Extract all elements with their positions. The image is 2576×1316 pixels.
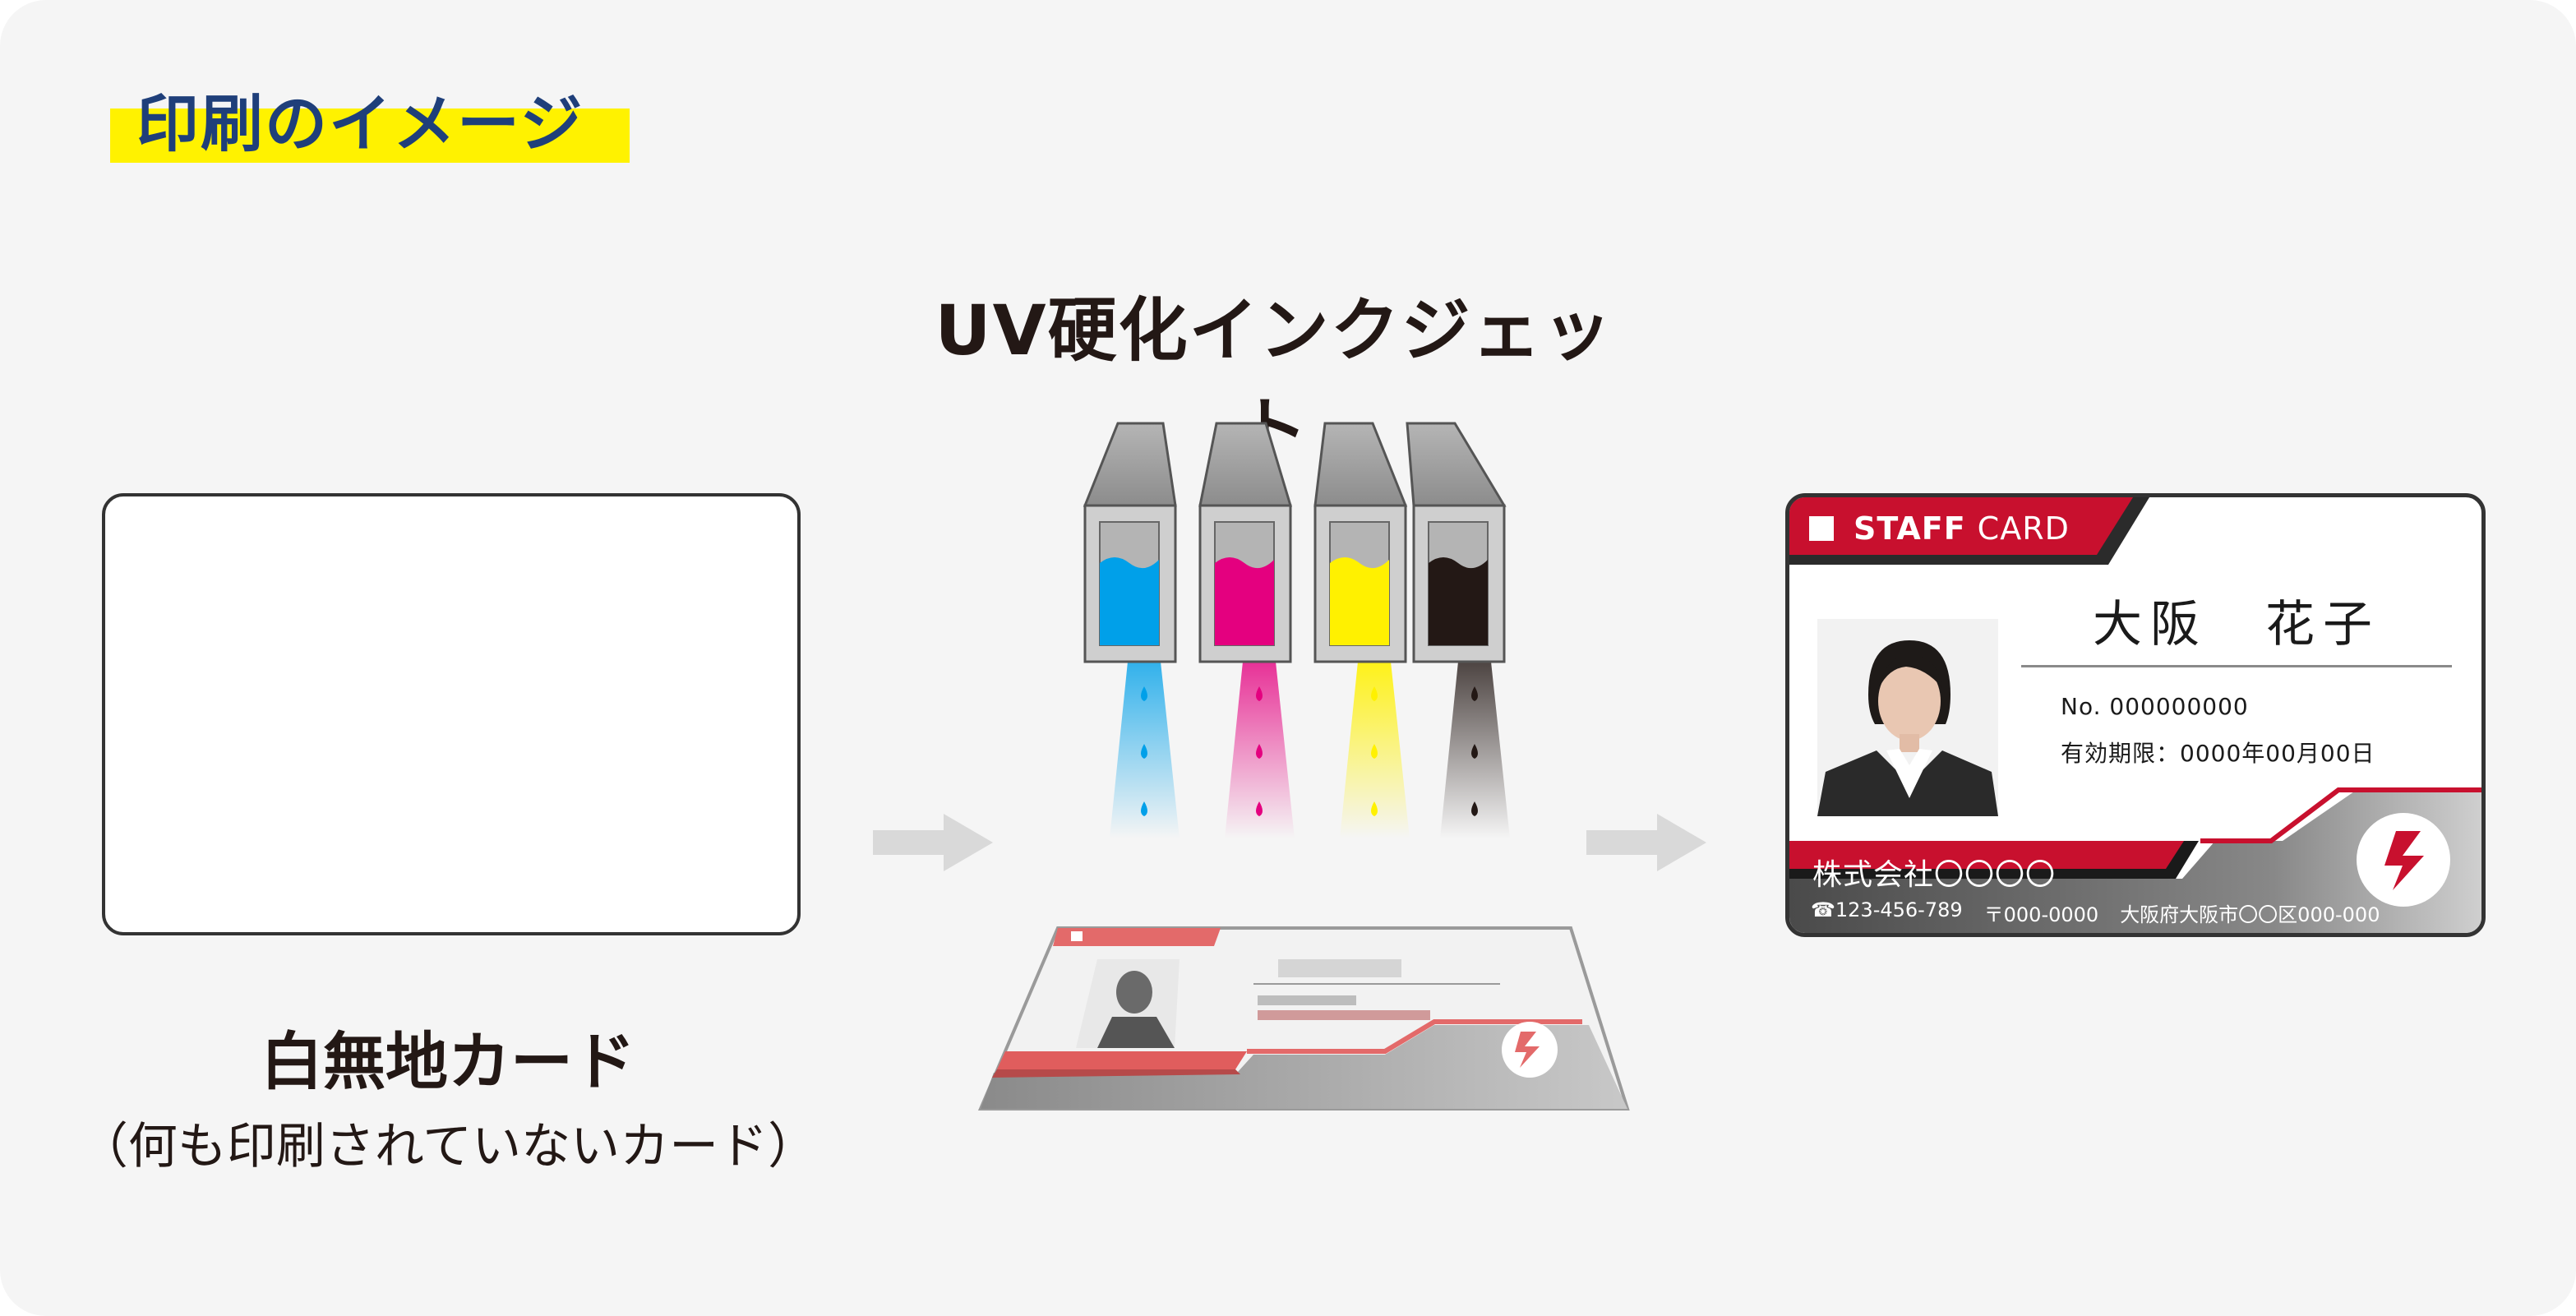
yellow-droplets [1371,686,1378,816]
card-header-card: CARD [1977,510,2070,547]
black-droplets [1471,686,1478,816]
magenta-droplets [1256,686,1263,816]
name-divider [2021,665,2452,667]
section-heading: 印刷のイメージ [110,79,630,169]
blank-card [102,493,801,935]
staff-name: 大阪 花子 [2093,596,2380,653]
blank-card-sub-label: （何も印刷されていないカード） [78,1118,818,1175]
postal-code: 〒000-0000 [1983,903,2099,926]
lightning-logo-icon [2384,831,2424,890]
staff-card: STAFF CARD 大阪 花子 No. 000000000 有効期限：0000… [1785,493,2486,937]
cyan-droplets [1141,686,1147,816]
arrow-icon [1586,814,1706,871]
company-name: 株式会社〇〇〇〇 [1812,858,2057,892]
profile-photo [1817,619,1998,816]
company-logo [2357,813,2450,907]
card-footer: ☎123-456-789 〒000-0000 大阪府大阪市〇〇区000-000 [1811,898,2380,927]
card-header: STAFF CARD [1809,506,2070,552]
address: 大阪府大阪市〇〇区000-000 [2120,903,2380,926]
heading-text: 印刷のイメージ [136,87,584,160]
square-icon [1809,516,1834,541]
cartridges [1083,422,1507,663]
uv-printer-illustration [1083,422,1510,838]
arrow-icon [873,814,993,871]
printing-card-illustration [977,926,1630,1111]
staff-number: No. 000000000 [2061,693,2249,720]
printer-title: UV硬化インクジェット [935,290,1613,470]
expiry-date: 有効期限：0000年00月00日 [2061,740,2375,767]
staff-card-background [1789,497,2481,933]
heading-highlight [110,109,630,163]
phone-number: ☎123-456-789 [1811,898,1963,921]
card-header-staff: STAFF [1854,510,1966,547]
blank-card-label: 白無地カード [261,1025,635,1098]
